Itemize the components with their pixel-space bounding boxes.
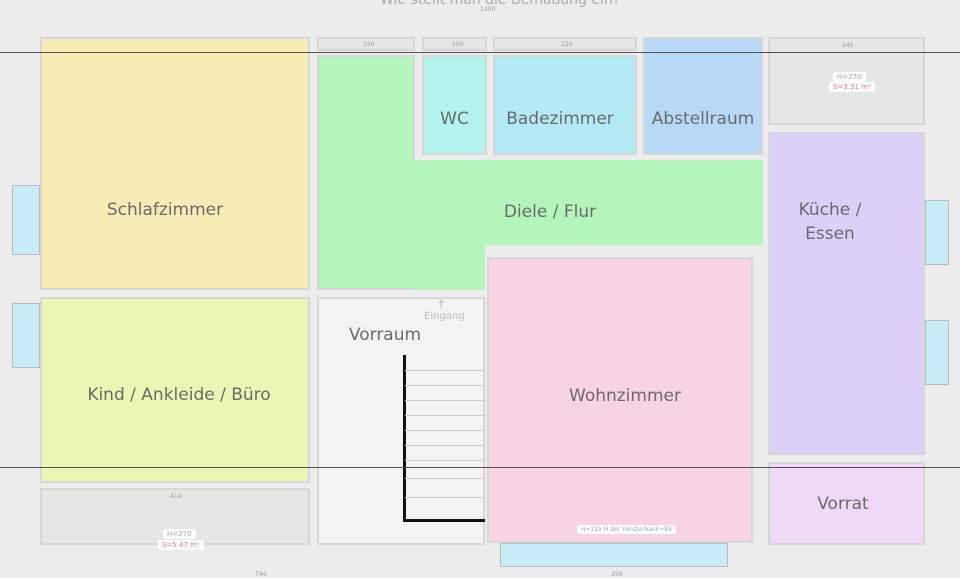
window-kueche-1[interactable] (925, 200, 949, 265)
top-box-1[interactable]: 150 (317, 37, 415, 51)
label-abstellraum: Abstellraum (651, 109, 755, 129)
label-wohnzimmer: Wohnzimmer (569, 386, 681, 406)
room-vorrat[interactable] (768, 462, 925, 545)
label-kind: Kind / Ankleide / Büro (87, 385, 271, 405)
window-wohnzimmer[interactable] (500, 543, 728, 567)
room-kueche[interactable] (768, 132, 925, 455)
window-schlafzimmer[interactable] (12, 185, 40, 255)
stair-step (405, 400, 485, 401)
stair-step (405, 460, 485, 461)
dim-top-right: 240 (842, 42, 854, 49)
room-schlafzimmer[interactable] (40, 37, 310, 290)
stair-step (405, 445, 485, 446)
entrance-arrow-icon: ↑ (436, 298, 447, 312)
tag-window-note: H=125 H der Fensterbank=85 (577, 525, 676, 534)
label-wc: WC (440, 109, 469, 129)
label-vorraum: Vorraum (348, 325, 422, 345)
room-badezimmer[interactable] (493, 55, 637, 155)
dim-bottom-left: 414 (170, 493, 182, 500)
stair-step (405, 415, 485, 416)
room-vorraum[interactable] (317, 297, 485, 545)
label-kueche: Küche / Essen (798, 200, 862, 244)
label-diele: Diele / Flur (503, 202, 597, 222)
dim-top2: 100 (452, 41, 464, 48)
room-diele-lower[interactable] (413, 243, 485, 290)
label-schlafzimmer: Schlafzimmer (106, 200, 224, 220)
label-badezimmer: Badezimmer (506, 109, 614, 129)
window-kind[interactable] (12, 303, 40, 368)
dim-bottom-window: 350 (611, 571, 623, 578)
top-box-3[interactable]: 220 (493, 37, 637, 51)
guide-line-top[interactable] (0, 52, 960, 53)
top-box-2[interactable]: 100 (422, 37, 487, 51)
dim-bottom-total: 744 (255, 571, 267, 578)
stair-step (405, 430, 485, 431)
tag-bottom-left-height: H=270 (163, 529, 196, 539)
stair-step (405, 478, 485, 479)
label-vorrat: Vorrat (817, 494, 869, 514)
window-kueche-2[interactable] (925, 320, 949, 385)
dim-top3: 220 (561, 41, 573, 48)
stair-step (405, 370, 485, 371)
tag-top-right-height: H=270 (833, 72, 866, 82)
room-diele[interactable] (317, 55, 415, 290)
stair-step (405, 497, 485, 498)
room-abstellraum[interactable] (643, 37, 763, 155)
dim-top1: 150 (363, 41, 375, 48)
header-title: Wie stellt man die Bemaßung ein? (380, 0, 621, 8)
tag-top-right-area: S=3.31 m² (829, 82, 875, 92)
room-wohnzimmer[interactable] (487, 257, 753, 543)
stair-step (405, 385, 485, 386)
stairs (403, 355, 485, 522)
room-diele-corridor[interactable] (413, 160, 763, 245)
room-wc[interactable] (422, 55, 487, 155)
guide-line-bottom[interactable] (0, 467, 960, 468)
dim-total-top: 1400 (480, 6, 496, 13)
room-kind[interactable] (40, 297, 310, 483)
tag-bottom-left-area: S=5.47 m² (158, 540, 204, 550)
label-eingang: Eingang (424, 311, 465, 322)
